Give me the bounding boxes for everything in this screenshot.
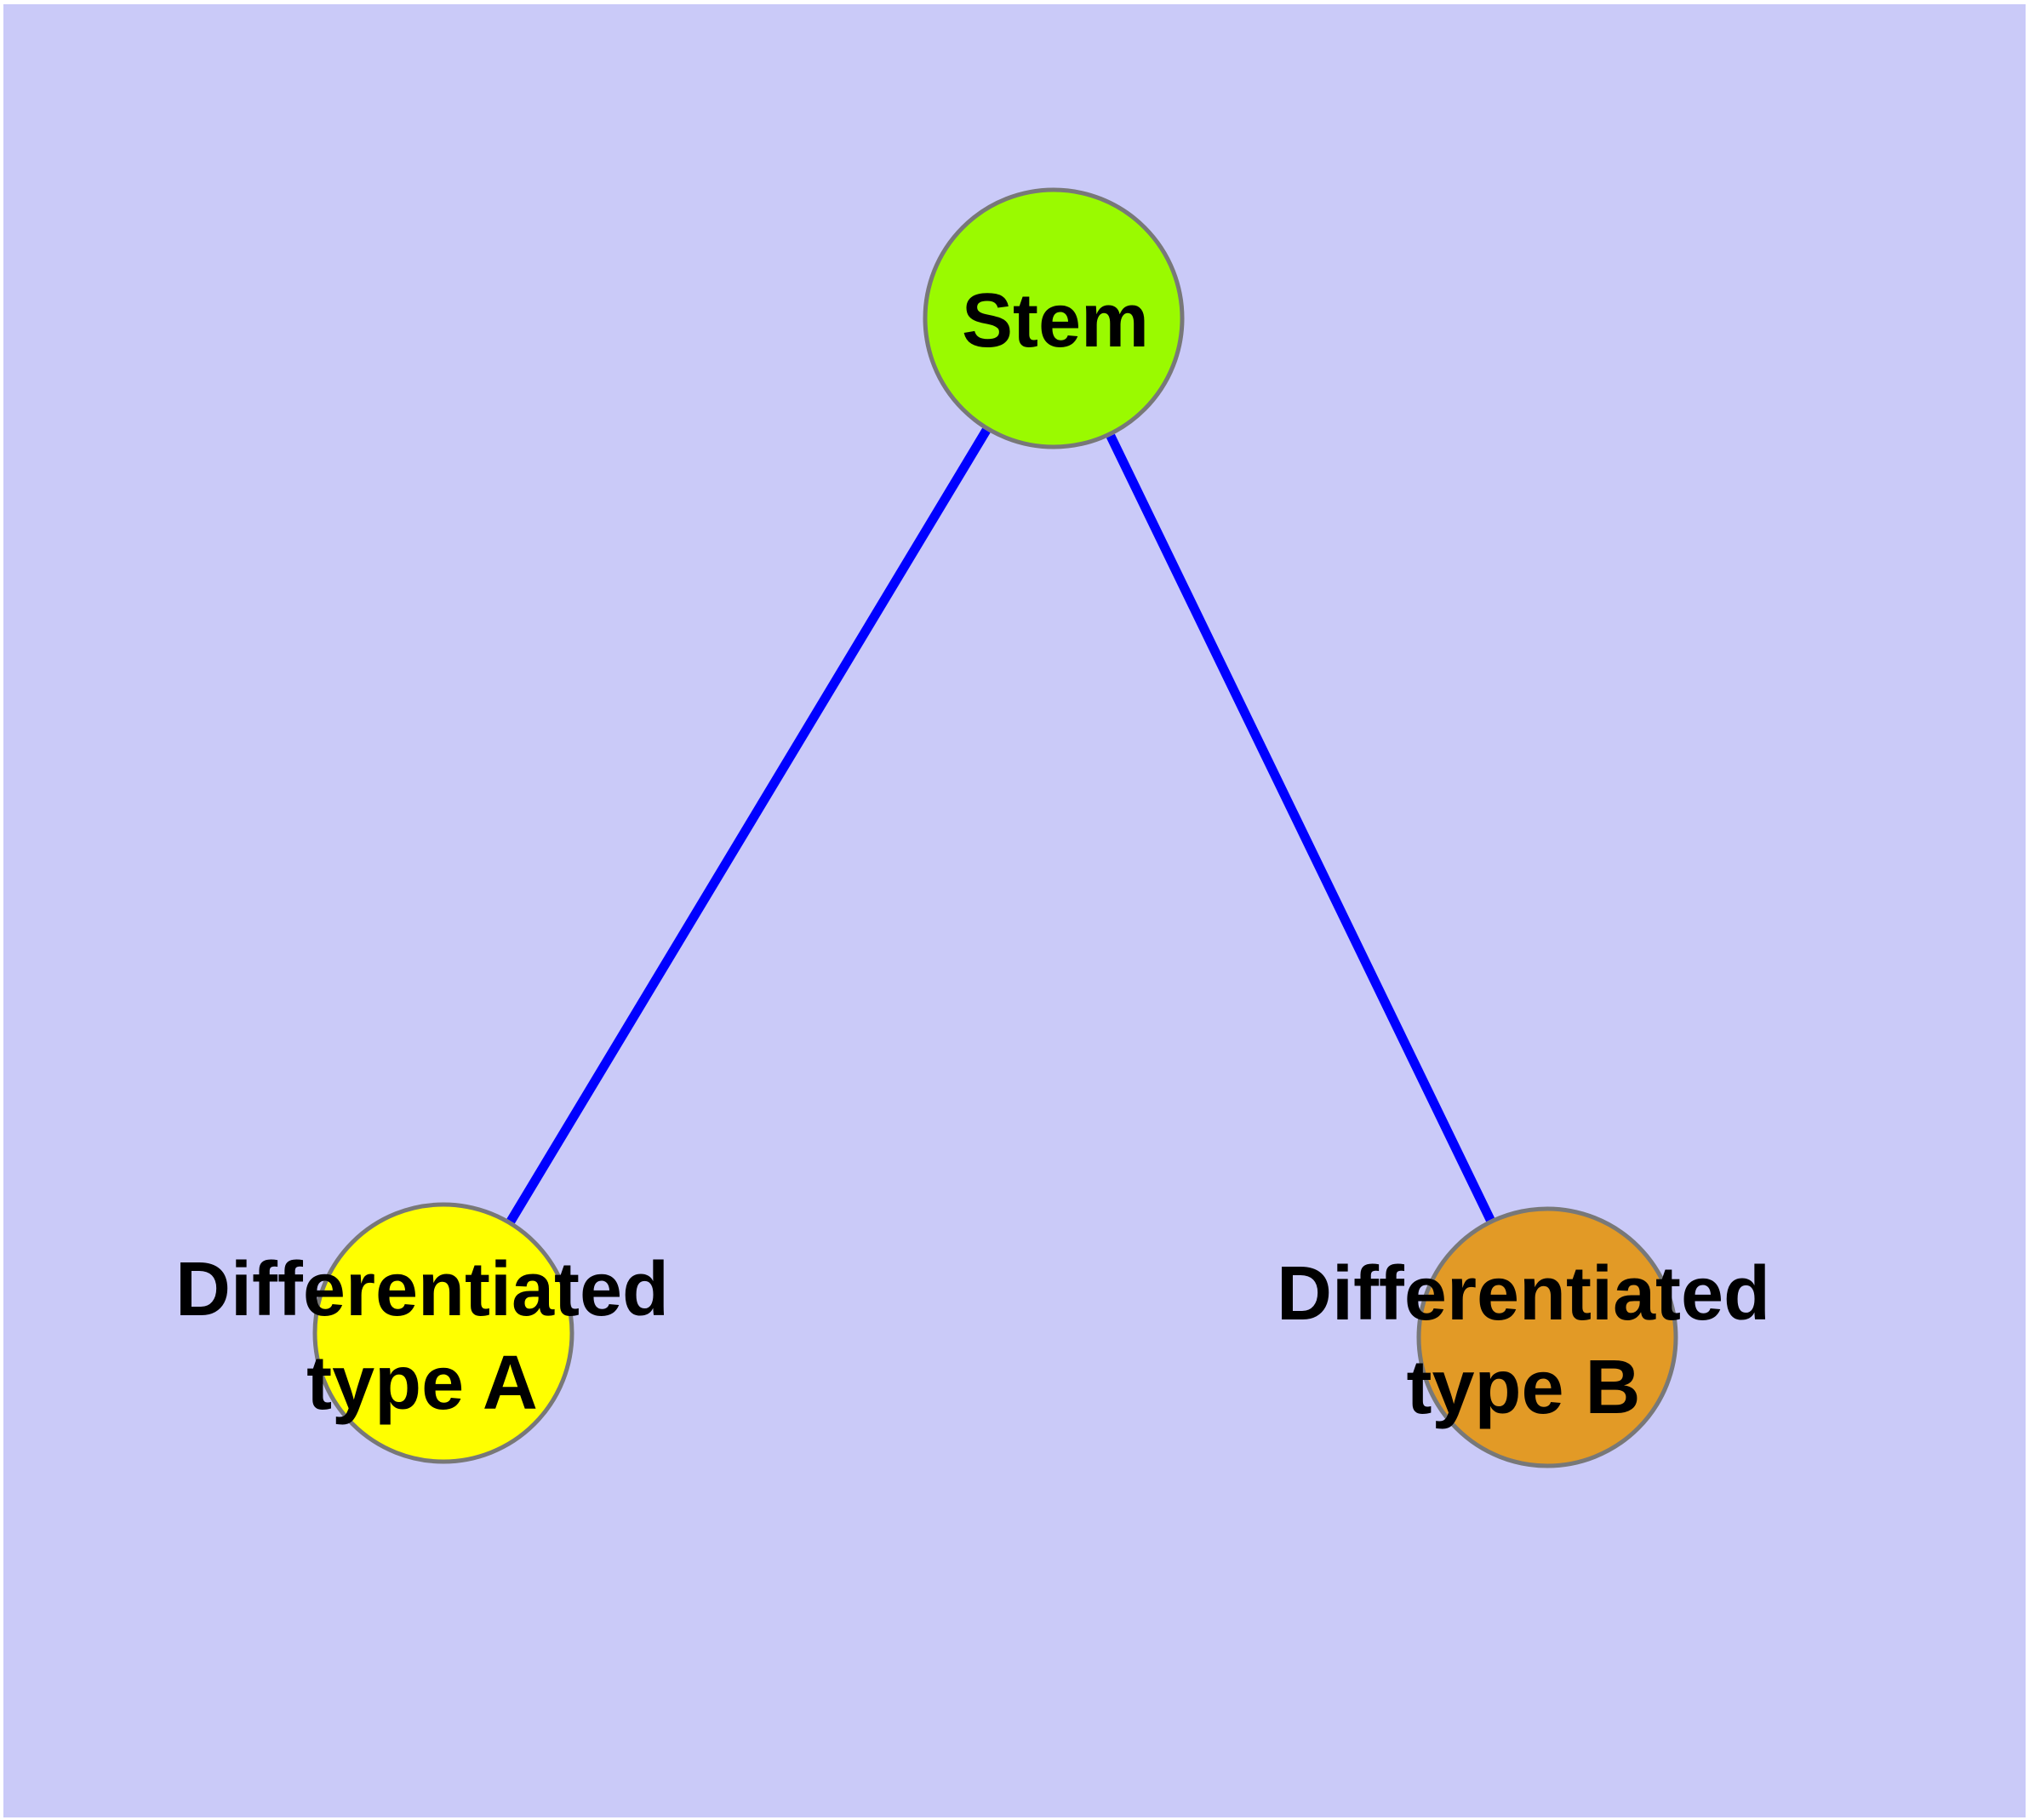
edge-stem-diff-a	[506, 427, 991, 1224]
node-stem-label-line-1: Stem	[962, 278, 1149, 363]
node-diff-a-label-line-1: Differentiated	[175, 1247, 669, 1332]
nodes-layer	[312, 187, 1678, 1468]
node-diff-b-circle	[1416, 1206, 1678, 1468]
node-diff-a-label-line-2: type A	[306, 1341, 538, 1426]
edges-layer	[506, 427, 1495, 1224]
node-diff-b-label-line-1: Differentiated	[1277, 1251, 1770, 1336]
node-diff-a-circle	[312, 1202, 574, 1464]
edge-stem-diff-b	[1106, 433, 1495, 1222]
node-diff-b-label-line-2: type B	[1406, 1345, 1640, 1430]
node-stem-circle	[923, 187, 1185, 449]
